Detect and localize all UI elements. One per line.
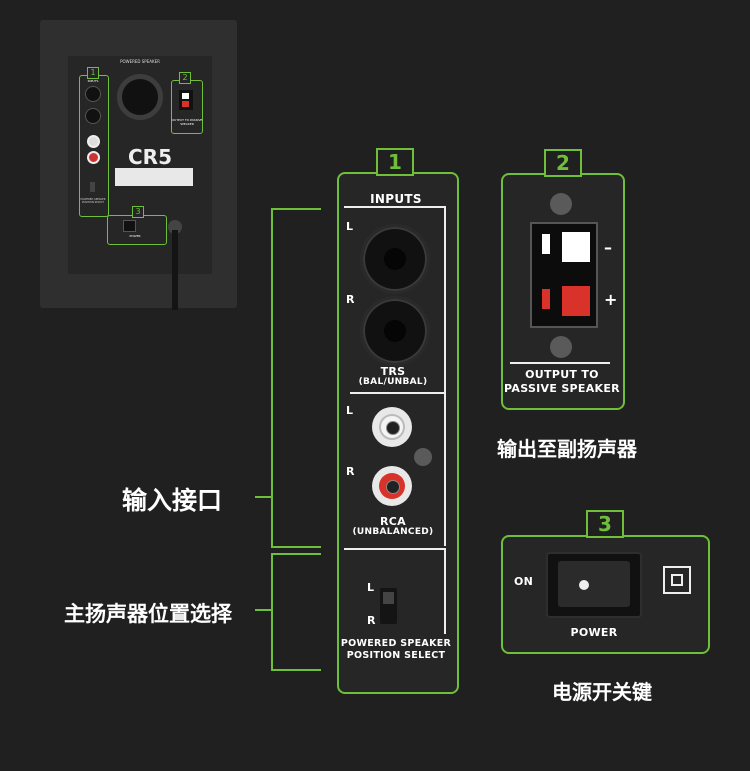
trs-jack-right[interactable] [360, 296, 430, 366]
trs-left-label: L [346, 220, 354, 233]
selector-left-label: L [367, 581, 375, 594]
thumbnail-position: POWERED SPEAKER POSITION SELECT [80, 198, 106, 204]
thumbnail-header: POWERED SPEAKER [120, 59, 160, 64]
rca-jack-right[interactable] [372, 466, 412, 506]
thumbnail-jack-r [85, 108, 101, 124]
inputs-divider [350, 392, 444, 394]
output-label-1: OUTPUT TO [525, 368, 599, 381]
power-on-label: ON [514, 575, 534, 588]
terminal-plus: + [604, 290, 618, 309]
thumbnail-num-1: 1 [87, 67, 99, 79]
position-frame [344, 548, 446, 634]
power-label: POWER [570, 626, 618, 639]
thumbnail-logo: CR5 [128, 145, 172, 169]
thumbnail-output: OUTPUT TO PASSIVE SPEAKER [171, 118, 203, 126]
output-bottom-screw [550, 336, 572, 358]
power-switch[interactable] [546, 552, 642, 618]
output-label-2: PASSIVE SPEAKER [504, 382, 620, 395]
panel-1-number: 1 [376, 148, 414, 176]
thumbnail-port [117, 74, 163, 120]
thumbnail-inputs: INPUTS [87, 79, 99, 83]
position-bracket [271, 553, 321, 671]
panel-2-number: 2 [544, 149, 582, 177]
selector-label-2: POSITION SELECT [346, 650, 446, 661]
thumbnail-box-3 [107, 215, 167, 245]
position-bracket-tick [255, 609, 271, 611]
inputs-frame [344, 206, 446, 546]
trs-right-label: R [346, 293, 355, 306]
power-off-symbol [663, 566, 691, 594]
thumbnail-switch [90, 182, 95, 192]
rca-jack-left[interactable] [372, 407, 412, 447]
thumbnail-warning-label [115, 168, 193, 186]
rca-right-label: R [346, 465, 355, 478]
output-divider [510, 362, 610, 364]
speaker-back-thumbnail: POWERED SPEAKER 1 INPUTS POWERED SPEAKER… [40, 20, 237, 310]
rca-left-label: L [346, 404, 354, 417]
trs-jack-left[interactable] [360, 224, 430, 294]
thumbnail-terminal [179, 90, 193, 110]
inputs-bracket [271, 208, 321, 548]
position-caption: 主扬声器位置选择 [64, 602, 232, 626]
output-caption: 输出至副扬声器 [497, 437, 637, 461]
speaker-terminal[interactable] [530, 222, 598, 328]
selector-right-label: R [367, 614, 376, 627]
rca-label: RCA [380, 515, 406, 528]
thumbnail-num-3: 3 [132, 206, 144, 218]
thumbnail-rca-r [87, 151, 100, 164]
thumbnail-iec-socket [168, 220, 182, 234]
inputs-title: INPUTS [370, 192, 422, 206]
trs-label: TRS [380, 365, 406, 378]
thumbnail-jack-l [85, 86, 101, 102]
thumbnail-power: POWER [129, 234, 141, 238]
selector-label-1: POWERED SPEAKER [340, 638, 452, 649]
thumbnail-rca-l [87, 135, 100, 148]
output-top-screw [550, 193, 572, 215]
inputs-caption: 输入接口 [122, 486, 223, 515]
position-selector-switch[interactable] [380, 588, 397, 624]
ground-screw [414, 448, 432, 466]
inputs-bracket-tick [255, 496, 271, 498]
power-caption: 电源开关键 [552, 680, 652, 704]
panel-3-number: 3 [586, 510, 624, 538]
terminal-minus: – [604, 238, 613, 257]
trs-sub: (BAL/UNBAL) [358, 377, 428, 387]
thumbnail-num-2: 2 [179, 72, 191, 84]
thumbnail-cable [172, 230, 178, 310]
rca-sub: (UNBALANCED) [352, 527, 434, 537]
thumbnail-power-switch [123, 220, 136, 232]
